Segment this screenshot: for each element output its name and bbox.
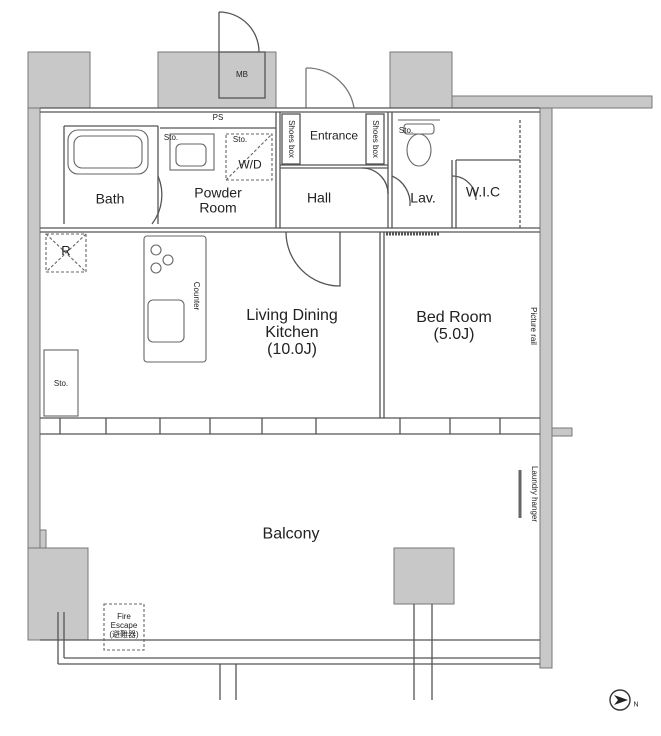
ldk-line-2: Kitchen bbox=[265, 323, 319, 341]
fire-escape-hatch bbox=[103, 603, 145, 651]
stove-burner-3 bbox=[162, 254, 174, 266]
laundry-hanger-label: Laundry hanger bbox=[530, 465, 540, 523]
sto-label-lav: Sto. bbox=[398, 125, 414, 135]
compass bbox=[609, 689, 631, 711]
wall-top-right-beam bbox=[451, 95, 653, 109]
toilet-bowl bbox=[406, 133, 432, 167]
wic-label: W.I.C bbox=[465, 183, 501, 200]
mb-box bbox=[218, 51, 266, 99]
fixtures bbox=[43, 119, 522, 651]
compass-letter: N bbox=[633, 701, 639, 709]
wall-left-stub bbox=[39, 529, 47, 549]
stove-burner-1 bbox=[150, 244, 162, 256]
picture-rail-label: Picture rail bbox=[529, 307, 539, 345]
wall-right-block bbox=[389, 51, 453, 109]
wall-right-stub bbox=[551, 427, 573, 437]
bath-door-swing bbox=[151, 175, 163, 225]
fire-escape-line-1: Fire bbox=[117, 612, 131, 622]
entrance-label: Entrance bbox=[309, 128, 359, 143]
wall-fills bbox=[27, 51, 653, 669]
refrigerator-box bbox=[45, 233, 87, 273]
refrigerator-diag-2 bbox=[45, 233, 87, 273]
storage-closet bbox=[43, 349, 79, 417]
sto-label-powder: Sto. bbox=[232, 134, 248, 144]
mb-door-swing bbox=[218, 11, 260, 53]
basin bbox=[175, 143, 207, 167]
balcony-pillar bbox=[393, 547, 455, 605]
sto-label-kitchen: Sto. bbox=[53, 378, 69, 388]
wall-right-column bbox=[539, 107, 553, 669]
bedroom-label: Bed Room (5.0J) bbox=[416, 309, 492, 344]
powder-door-swing bbox=[361, 167, 389, 195]
ldk-line-3: (10.0J) bbox=[267, 340, 317, 358]
ps-label: PS bbox=[212, 112, 224, 122]
compass-arrow bbox=[614, 695, 628, 705]
kitchen-sink bbox=[147, 299, 185, 343]
wd-area bbox=[225, 133, 273, 181]
basin-counter bbox=[169, 133, 215, 171]
bath-label: Bath bbox=[95, 190, 125, 207]
wall-left-upper bbox=[27, 51, 91, 109]
stove-burner-2 bbox=[150, 262, 162, 274]
bathtub-inner bbox=[73, 135, 143, 169]
fire-escape-label: Fire Escape (避難器) bbox=[109, 612, 138, 640]
sto-label-bath: Sto. bbox=[163, 132, 179, 142]
counter-label: Counter bbox=[192, 281, 202, 311]
fire-escape-line-3: (避難器) bbox=[109, 630, 139, 640]
mb-label: MB bbox=[236, 69, 248, 79]
wall-lines bbox=[40, 11, 540, 700]
balcony-label: Balcony bbox=[262, 525, 320, 543]
refrigerator-label: R bbox=[61, 243, 71, 259]
mb-frame bbox=[218, 51, 266, 99]
powder-room-line-2: Room bbox=[199, 199, 237, 215]
ldk-label: Living Dining Kitchen (10.0J) bbox=[246, 306, 338, 358]
powder-room-line-1: Powder bbox=[194, 184, 242, 201]
closet-door-swing bbox=[451, 175, 477, 201]
lav-label: Lav. bbox=[410, 189, 436, 206]
ldk-line-1: Living Dining bbox=[246, 306, 338, 324]
kitchen-counter bbox=[143, 235, 207, 363]
hall-label: Hall bbox=[306, 189, 332, 206]
shoes-box-left-label: Shoes box bbox=[287, 120, 297, 158]
entrance-door-swing bbox=[305, 67, 355, 109]
bedroom-line-1: Bed Room bbox=[416, 309, 492, 327]
lav-door-swing bbox=[391, 175, 411, 207]
bedroom-line-2: (5.0J) bbox=[433, 326, 475, 343]
shoes-box-right-frame bbox=[365, 113, 385, 165]
powder-room-label: Powder Room bbox=[194, 185, 241, 214]
shoes-box-right-label: Shoes box bbox=[371, 120, 381, 158]
fire-escape-line-2: Escape bbox=[110, 621, 138, 631]
wd-diagonal bbox=[225, 133, 273, 181]
wd-label: W/D bbox=[238, 157, 262, 172]
shoes-box-left-frame bbox=[281, 113, 301, 165]
bathtub bbox=[67, 129, 149, 175]
hall-door-swing bbox=[285, 231, 341, 287]
